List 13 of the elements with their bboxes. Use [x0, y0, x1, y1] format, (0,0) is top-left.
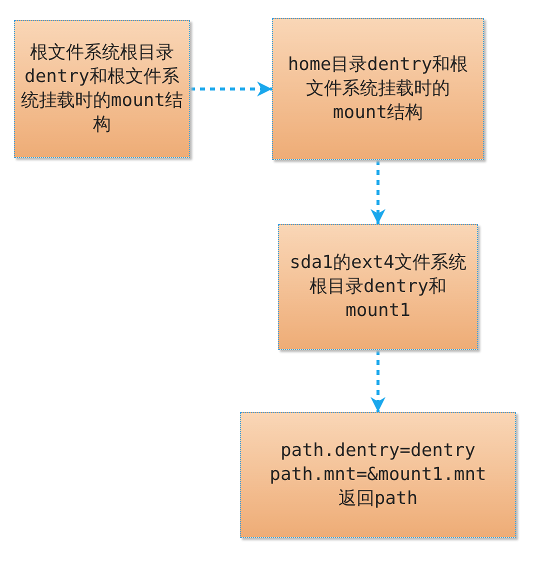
- node-text: home目录dentry和根文件系统挂载时的mount结构: [287, 53, 469, 125]
- process-box: [278, 224, 478, 350]
- process-box: [272, 18, 484, 160]
- node-text: path.dentry=dentry: [280, 439, 476, 463]
- arrow: [190, 82, 272, 96]
- arrow: [370, 350, 386, 412]
- node-text: path.mnt=&mount1.mnt: [270, 463, 486, 487]
- arrow: [370, 160, 386, 224]
- node-text: sda1的ext4文件系统根目录dentry和mount1: [289, 251, 467, 323]
- node-text: 根文件系统根目录dentry和根文件系统挂载时的mount结构: [20, 41, 184, 137]
- process-box: [14, 20, 190, 158]
- process-box: [240, 412, 516, 538]
- node-text: 返回path: [338, 487, 418, 511]
